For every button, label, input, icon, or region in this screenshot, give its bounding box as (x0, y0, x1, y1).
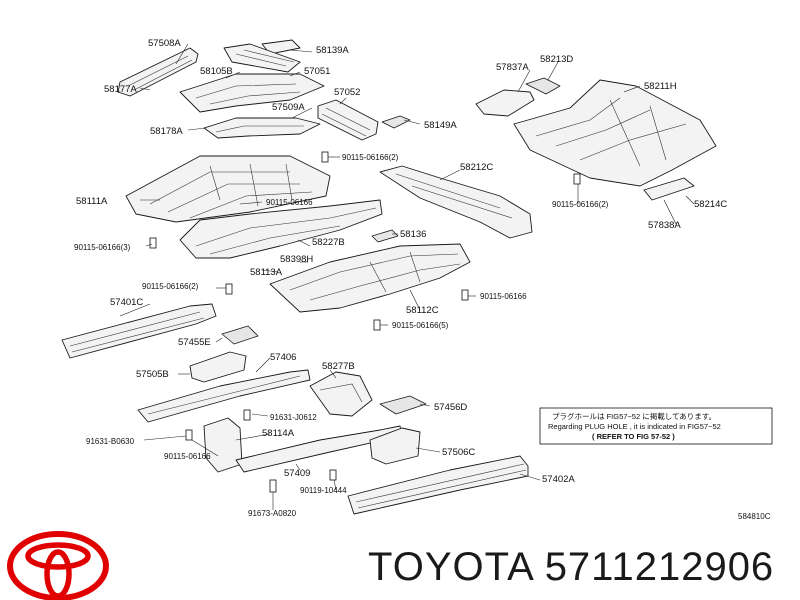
part-57052-shape (317, 99, 379, 141)
label-58398H: 58398H (280, 254, 313, 265)
label-57506C: 57506C (442, 447, 475, 458)
brand-name: TOYOTA (368, 545, 533, 589)
part-57509A-shape (203, 117, 321, 139)
part-57506C-shape (369, 427, 421, 465)
label-57051: 57051 (304, 66, 330, 77)
bolt-icon (321, 151, 329, 163)
part-58212C-shape (379, 165, 533, 239)
bolt-icon (149, 237, 157, 249)
label-58105B: 58105B (200, 66, 233, 77)
part-57455E-shape (221, 325, 259, 345)
leader-lines (119, 43, 695, 510)
label-58214C: 58214C (694, 199, 727, 210)
part-58211H-shape (513, 79, 717, 187)
label-57401C: 57401C (110, 297, 143, 308)
label-90115-06166-3: 90115-06166(3) (74, 243, 131, 252)
part-58111A-shape (125, 155, 331, 223)
toyota-logo-icon (7, 531, 109, 600)
label-57838A: 57838A (648, 220, 681, 231)
bolt-icon (185, 429, 193, 441)
bolt-icon (225, 283, 233, 295)
label-57837A: 57837A (496, 62, 529, 73)
label-58213D: 58213D (540, 54, 573, 65)
label-90115-06166-2-a: 90115-06166(2) (342, 153, 399, 162)
bolt-icon (329, 469, 337, 481)
part-58112C-shape (269, 243, 471, 313)
part-58136-shape (371, 229, 399, 243)
label-91631-B0630: 91631-B0630 (86, 437, 135, 446)
label-57402A: 57402A (542, 474, 575, 485)
label-58114A: 58114A (262, 428, 295, 439)
label-58277B: 58277B (322, 361, 355, 372)
label-57508A: 57508A (148, 38, 181, 49)
label-58212C: 58212C (460, 162, 493, 173)
part-58277B-shape (309, 371, 373, 417)
part-57508A-shape (117, 47, 199, 97)
part-number: 5711212906 (544, 545, 775, 589)
label-91631-J0612: 91631-J0612 (270, 413, 317, 422)
label-58112C: 58112C (406, 305, 439, 316)
label-58111A: 58111A (76, 196, 108, 207)
label-57052: 57052 (334, 87, 360, 98)
label-90115-06166-5: 90115-06166(5) (392, 321, 449, 330)
label-58178A: 58178A (150, 126, 183, 137)
label-90115-06166-b: 90115-06166 (480, 292, 527, 301)
bolt-icon (461, 289, 469, 301)
note-line-2: Regarding PLUG HOLE , it is indicated in… (548, 422, 721, 431)
part-57406-shape (137, 369, 311, 423)
part-57837A-shape (475, 89, 535, 117)
part-58214C-shape (643, 177, 695, 201)
part-58149A-shape (381, 115, 411, 129)
label-91673-A0820: 91673-A0820 (248, 509, 297, 518)
diagram-code: 584810C (738, 512, 771, 521)
part-57456D-shape (379, 395, 427, 415)
label-90115-06166-c: 90115-06166 (164, 452, 211, 461)
label-90115-06166-2-b: 90115-06166(2) (142, 282, 199, 291)
part-58139A-shape (223, 39, 301, 73)
bolt-icon (269, 479, 277, 493)
label-57409: 57409 (284, 468, 310, 479)
part-58113A-shape (179, 199, 383, 259)
label-58136: 58136 (400, 229, 426, 240)
bolt-icon (373, 319, 381, 331)
plug-hole-note: プラグホールは FIG57−52 に掲載してあります。 Regarding PL… (539, 407, 773, 445)
label-58227B: 58227B (312, 237, 345, 248)
label-57509A: 57509A (272, 102, 305, 113)
label-90115-06166-2-c: 90115-06166(2) (552, 200, 609, 209)
label-57406: 57406 (270, 352, 296, 363)
part-58114A-shape (203, 417, 243, 473)
part-58213D-shape (525, 77, 561, 95)
part-57051-shape (179, 73, 325, 113)
label-58211H: 58211H (644, 81, 677, 92)
brand-caption: TOYOTA 5711212906 (368, 545, 774, 590)
label-57456D: 57456D (434, 402, 467, 413)
label-58149A: 58149A (424, 120, 457, 131)
part-57402A-shape (347, 455, 529, 515)
note-line-1: プラグホールは FIG57−52 に掲載してあります。 (552, 411, 716, 421)
part-57401C-shape (61, 303, 217, 359)
label-58177A: 58177A (104, 84, 137, 95)
label-57455E: 57455E (178, 337, 211, 348)
part-57505B-shape (189, 351, 247, 383)
label-90119-10444: 90119-10444 (300, 486, 347, 495)
label-90115-06166-a: 90115-06166 (266, 198, 313, 207)
label-58113A: 58113A (250, 267, 283, 278)
label-58139A: 58139A (316, 45, 349, 56)
label-57505B: 57505B (136, 369, 169, 380)
note-line-3: ( REFER TO FIG 57-52 ) (592, 432, 675, 441)
bolt-icon (573, 173, 581, 185)
bolt-icon (243, 409, 251, 421)
